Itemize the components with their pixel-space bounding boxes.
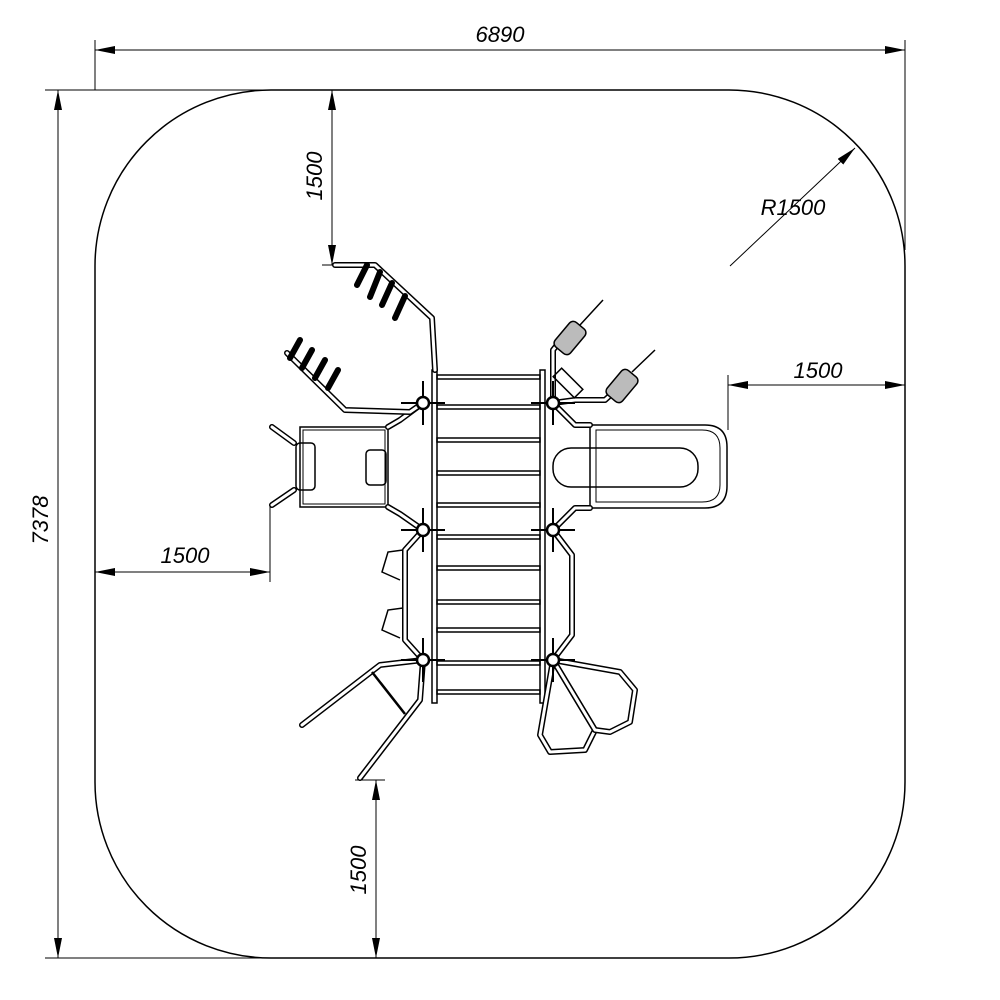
rung [436, 689, 541, 695]
dimension-height: 7378 [28, 89, 280, 959]
rung [436, 437, 541, 443]
width-label: 6890 [476, 22, 526, 47]
post [531, 638, 575, 682]
safety-zone-outline [94, 89, 906, 959]
clearance-bottom-label: 1500 [346, 845, 371, 895]
rung [436, 502, 541, 508]
dimension-clearance-right: 1500 [727, 358, 905, 430]
posts [401, 381, 575, 682]
height-label: 7378 [28, 495, 53, 545]
right-lower-rail [550, 527, 575, 663]
ladder-rungs [436, 374, 541, 695]
radius-label: R1500 [761, 195, 827, 220]
top-right-spring-element [550, 299, 656, 406]
rung [436, 565, 541, 571]
rung [436, 534, 541, 540]
left-panel [269, 400, 426, 533]
dimension-clearance-left: 1500 [95, 505, 271, 582]
post [531, 508, 575, 552]
playground-equipment [269, 262, 728, 781]
rung [436, 599, 541, 605]
post [401, 381, 445, 425]
right-slide [550, 400, 728, 533]
dimension-width: 6890 [94, 22, 906, 250]
rung [436, 627, 541, 633]
rung [436, 374, 541, 380]
clearance-right-label: 1500 [794, 358, 844, 383]
clearance-left-label: 1500 [161, 543, 211, 568]
bottom-left-ramp [299, 657, 426, 781]
dimension-clearance-bottom: 1500 [346, 779, 385, 958]
bottom-right-petal-climber [537, 657, 638, 755]
post [401, 508, 445, 552]
rung [436, 404, 541, 410]
clearance-top-label: 1500 [302, 151, 327, 201]
dimension-radius: R1500 [729, 147, 856, 267]
rung [436, 660, 541, 666]
post [531, 381, 575, 425]
top-left-climbers [284, 262, 438, 415]
left-lower-panel [381, 527, 426, 663]
post [401, 638, 445, 682]
rung [436, 470, 541, 476]
dimension-clearance-top: 1500 [302, 90, 345, 266]
